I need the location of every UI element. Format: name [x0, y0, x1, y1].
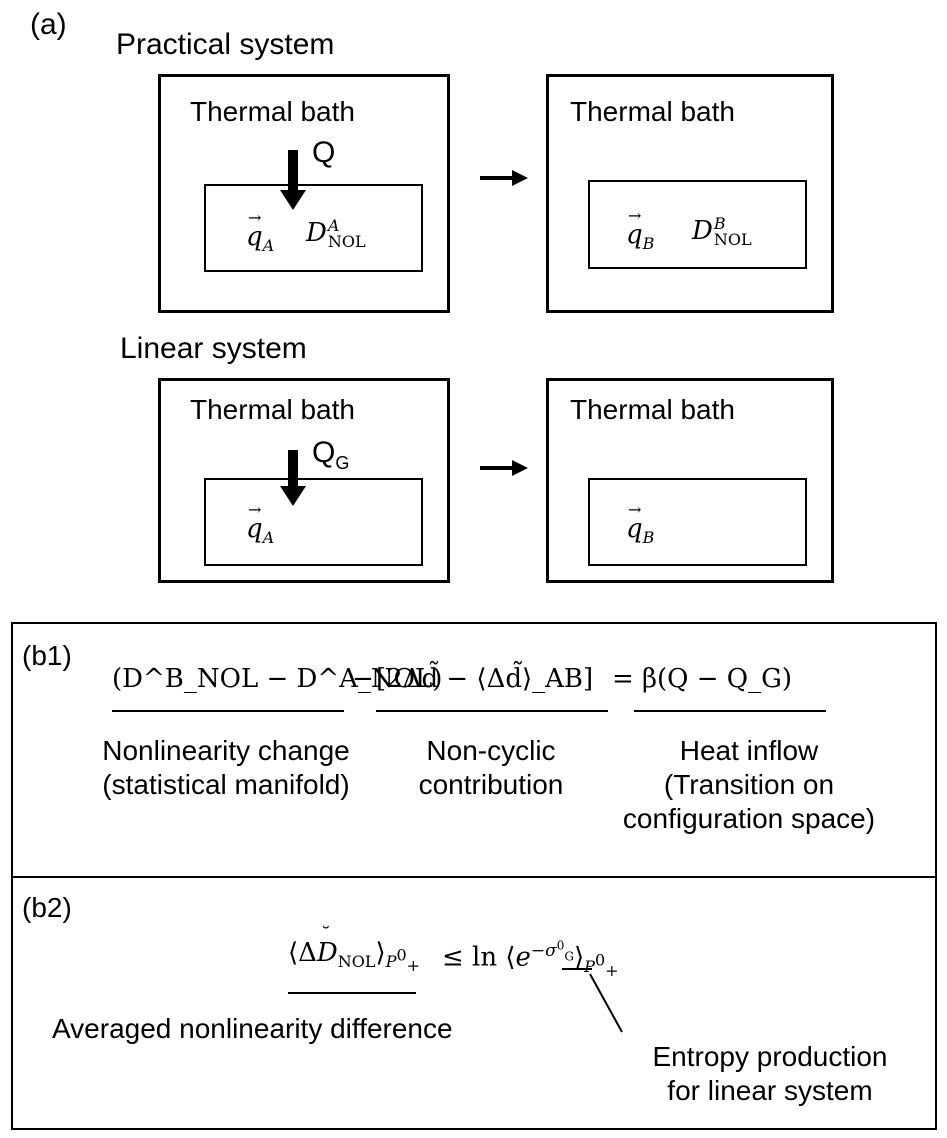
heat-q-label: Q — [312, 136, 336, 169]
heat-arrow-down-icon — [280, 150, 306, 210]
panel-b1-label: (b1) — [22, 640, 72, 671]
pointer-line — [589, 973, 623, 1033]
underline-averaged — [288, 992, 416, 994]
linear-left-bath-label: Thermal bath — [190, 394, 355, 425]
caption-nonlinearity-change: Nonlinearity change (statistical manifol… — [102, 735, 350, 800]
practical-left-system-box — [204, 184, 423, 272]
underline-entropy — [562, 968, 592, 970]
underline-term2 — [376, 710, 608, 712]
linear-right-system-box — [588, 478, 807, 566]
heat-inflow-term: β(Q − Q_G) — [642, 664, 793, 694]
heat-arrow-down-icon — [280, 450, 306, 506]
practical-system-title: Practical system — [116, 28, 335, 61]
practical-right-bath-label: Thermal bath — [570, 96, 735, 127]
qA-vector: qA — [246, 208, 274, 255]
underline-term1 — [112, 710, 344, 712]
heat-qg-label: QG — [312, 436, 350, 473]
linear-system-title: Linear system — [120, 332, 307, 365]
transition-arrow-icon — [480, 170, 528, 186]
caption-entropy-production: Entropy production for linear system — [652, 1041, 888, 1106]
qB-vector-linear: qB — [626, 500, 654, 547]
caption-non-cyclic: Non-cyclic contribution — [418, 735, 564, 800]
leq-ln-term: ≤ ln ⟨e−σ0G⟩P0+ — [442, 938, 619, 980]
nonlinearity-change-term: (D^B_NOL − D^A_NOL) — [112, 664, 443, 694]
qA-vector-linear: qA — [246, 500, 274, 547]
underline-term3 — [634, 710, 826, 712]
caption-averaged-nonlinearity: Averaged nonlinearity difference — [52, 1013, 453, 1044]
averaged-nonlinearity-term: ⟨ΔDNOL⟩P0+ — [288, 922, 420, 975]
practical-right-bath — [546, 74, 834, 313]
practical-right-system-box — [588, 180, 807, 269]
caption-heat-inflow: Heat inflow (Transition on configuration… — [622, 735, 876, 834]
linear-left-system-box — [204, 478, 423, 566]
panel-b2-label: (b2) — [22, 892, 72, 923]
linear-left-bath — [158, 378, 450, 583]
minus-sign: − — [352, 664, 374, 694]
non-cyclic-term: [2Δd̃ − ⟨Δd̃⟩_AB] — [376, 664, 594, 694]
transition-arrow-icon — [480, 460, 528, 476]
qB-vector: qB — [626, 206, 654, 253]
linear-right-bath-label: Thermal bath — [570, 394, 735, 425]
panel-a-label: (a) — [30, 8, 67, 41]
linear-right-bath — [546, 378, 834, 583]
practical-left-bath — [158, 74, 450, 313]
practical-left-bath-label: Thermal bath — [190, 96, 355, 127]
equals-sign: = — [612, 664, 634, 694]
panel-b2-frame — [11, 876, 937, 1130]
